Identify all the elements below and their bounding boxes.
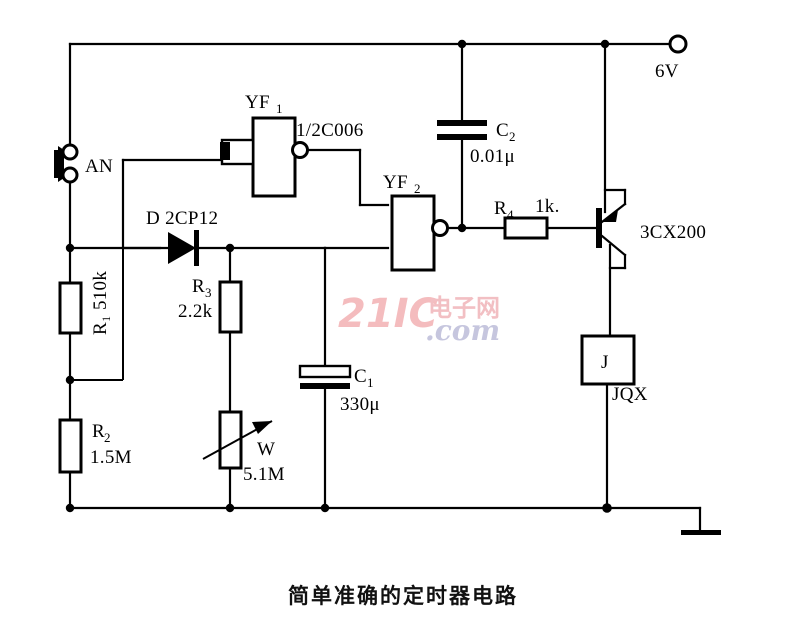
junction-r1-bottom <box>65 375 75 385</box>
relay-j: J JQX <box>580 334 648 405</box>
yf2-output-bubble <box>431 219 449 237</box>
c2-label-subscript: 2 <box>509 129 516 144</box>
junction-relay-ground <box>602 503 612 513</box>
yf2-label: YF <box>383 172 408 193</box>
switch-bar <box>54 150 60 178</box>
resistor-r1: R₁ 510k <box>58 271 111 335</box>
relay-ref-label: J <box>601 352 609 373</box>
transistor-collector-lead <box>600 234 627 257</box>
r4-body <box>503 216 549 240</box>
junction-bottom-left <box>65 503 75 513</box>
r2-label-ref: R <box>92 421 105 442</box>
r3-label-value: 2.2k <box>178 301 213 322</box>
c1-plate-top <box>298 364 352 379</box>
transistor-label: 3CX200 <box>640 222 706 243</box>
w-label-value: 5.1M <box>243 464 285 485</box>
supply-terminal-node <box>668 34 688 54</box>
c1-label-ref: C <box>354 366 367 387</box>
resistor-r4: R 4 1k. <box>494 196 560 240</box>
transistor-emitter-lead <box>600 202 627 224</box>
c1-plate-bottom <box>300 383 350 389</box>
w-body <box>218 410 243 470</box>
c2-label-ref: C <box>496 120 509 141</box>
switch-terminal-top <box>61 143 79 161</box>
gate-yf2: YF 2 <box>383 172 449 272</box>
yf1-output-bubble <box>291 141 309 159</box>
wiring <box>68 42 702 534</box>
junction-supply-branch <box>600 39 610 49</box>
r2-label-subscript: 2 <box>104 430 111 445</box>
transistor-emitter-arrow <box>602 210 618 222</box>
diode-triangle <box>168 232 196 264</box>
transistor-base-bar <box>596 208 602 248</box>
junction-c2-bottom <box>457 223 467 233</box>
yf1-label: YF <box>245 92 270 113</box>
junction-w-bottom <box>225 503 235 513</box>
watermark: 21IC 电子网 .com <box>338 291 500 347</box>
supply-terminal: 6V <box>655 34 688 82</box>
c2-plate-bottom <box>437 134 487 140</box>
ground-bar <box>681 530 721 535</box>
r3-label-subscript: 3 <box>205 285 212 300</box>
supply-label: 6V <box>655 61 679 82</box>
diode-d: D 2CP12 <box>146 208 218 266</box>
r1-body <box>58 281 83 335</box>
switch-terminal-bottom <box>61 166 79 184</box>
junction-dots <box>65 39 612 513</box>
r4-label-subscript: 4 <box>507 207 514 222</box>
r2-body <box>58 418 83 474</box>
resistor-r3: R 3 2.2k <box>178 276 243 334</box>
junction-c2-top <box>457 39 467 49</box>
capacitor-c2: C 2 0.01μ <box>437 120 516 167</box>
relay-type-label: JQX <box>612 384 648 405</box>
gate-yf1: YF 1 1/2C006 <box>220 92 364 198</box>
c2-label-value: 0.01μ <box>470 146 515 167</box>
diode-cathode-bar <box>194 230 199 266</box>
yf1-input-terminal <box>220 142 230 160</box>
yf1-part-label: 1/2C006 <box>296 120 364 141</box>
r3-body <box>218 280 243 334</box>
resistor-r2: R 2 1.5M <box>58 418 132 474</box>
junction-c1-bottom <box>320 503 330 513</box>
r4-label-value: 1k. <box>535 196 560 217</box>
yf2-body <box>390 194 436 272</box>
c1-label-value: 330μ <box>340 394 380 415</box>
c1-label-subscript: 1 <box>367 375 374 390</box>
transistor-q: 3CX200 <box>596 188 706 270</box>
diode-label: D 2CP12 <box>146 208 218 229</box>
figure-caption: 简单准确的定时器电路 <box>288 584 518 608</box>
r4-label-ref: R <box>494 198 507 219</box>
w-label-ref: W <box>257 439 275 460</box>
push-button-switch[interactable]: AN <box>54 143 113 184</box>
capacitor-c1: C 1 330μ <box>298 364 380 415</box>
ground-symbol <box>681 530 721 535</box>
yf2-label-subscript: 2 <box>414 181 421 196</box>
junction-diode-r3 <box>225 243 235 253</box>
yf1-body <box>251 116 297 198</box>
watermark-brand: 21IC <box>338 291 438 337</box>
yf1-label-subscript: 1 <box>276 101 283 116</box>
watermark-domain: .com <box>425 314 500 347</box>
r3-label-ref: R <box>192 276 205 297</box>
r1-label: R₁ 510k <box>90 271 111 335</box>
potentiometer-w[interactable]: W 5.1M <box>202 410 285 485</box>
junction-r1-top <box>65 243 75 253</box>
c2-plate-top <box>437 120 487 126</box>
switch-label: AN <box>85 156 113 177</box>
watermark-cn-text: 电子网 <box>428 294 500 322</box>
w-wiper-arrow <box>252 421 272 434</box>
relay-body <box>580 334 636 386</box>
r2-label-value: 1.5M <box>90 447 132 468</box>
